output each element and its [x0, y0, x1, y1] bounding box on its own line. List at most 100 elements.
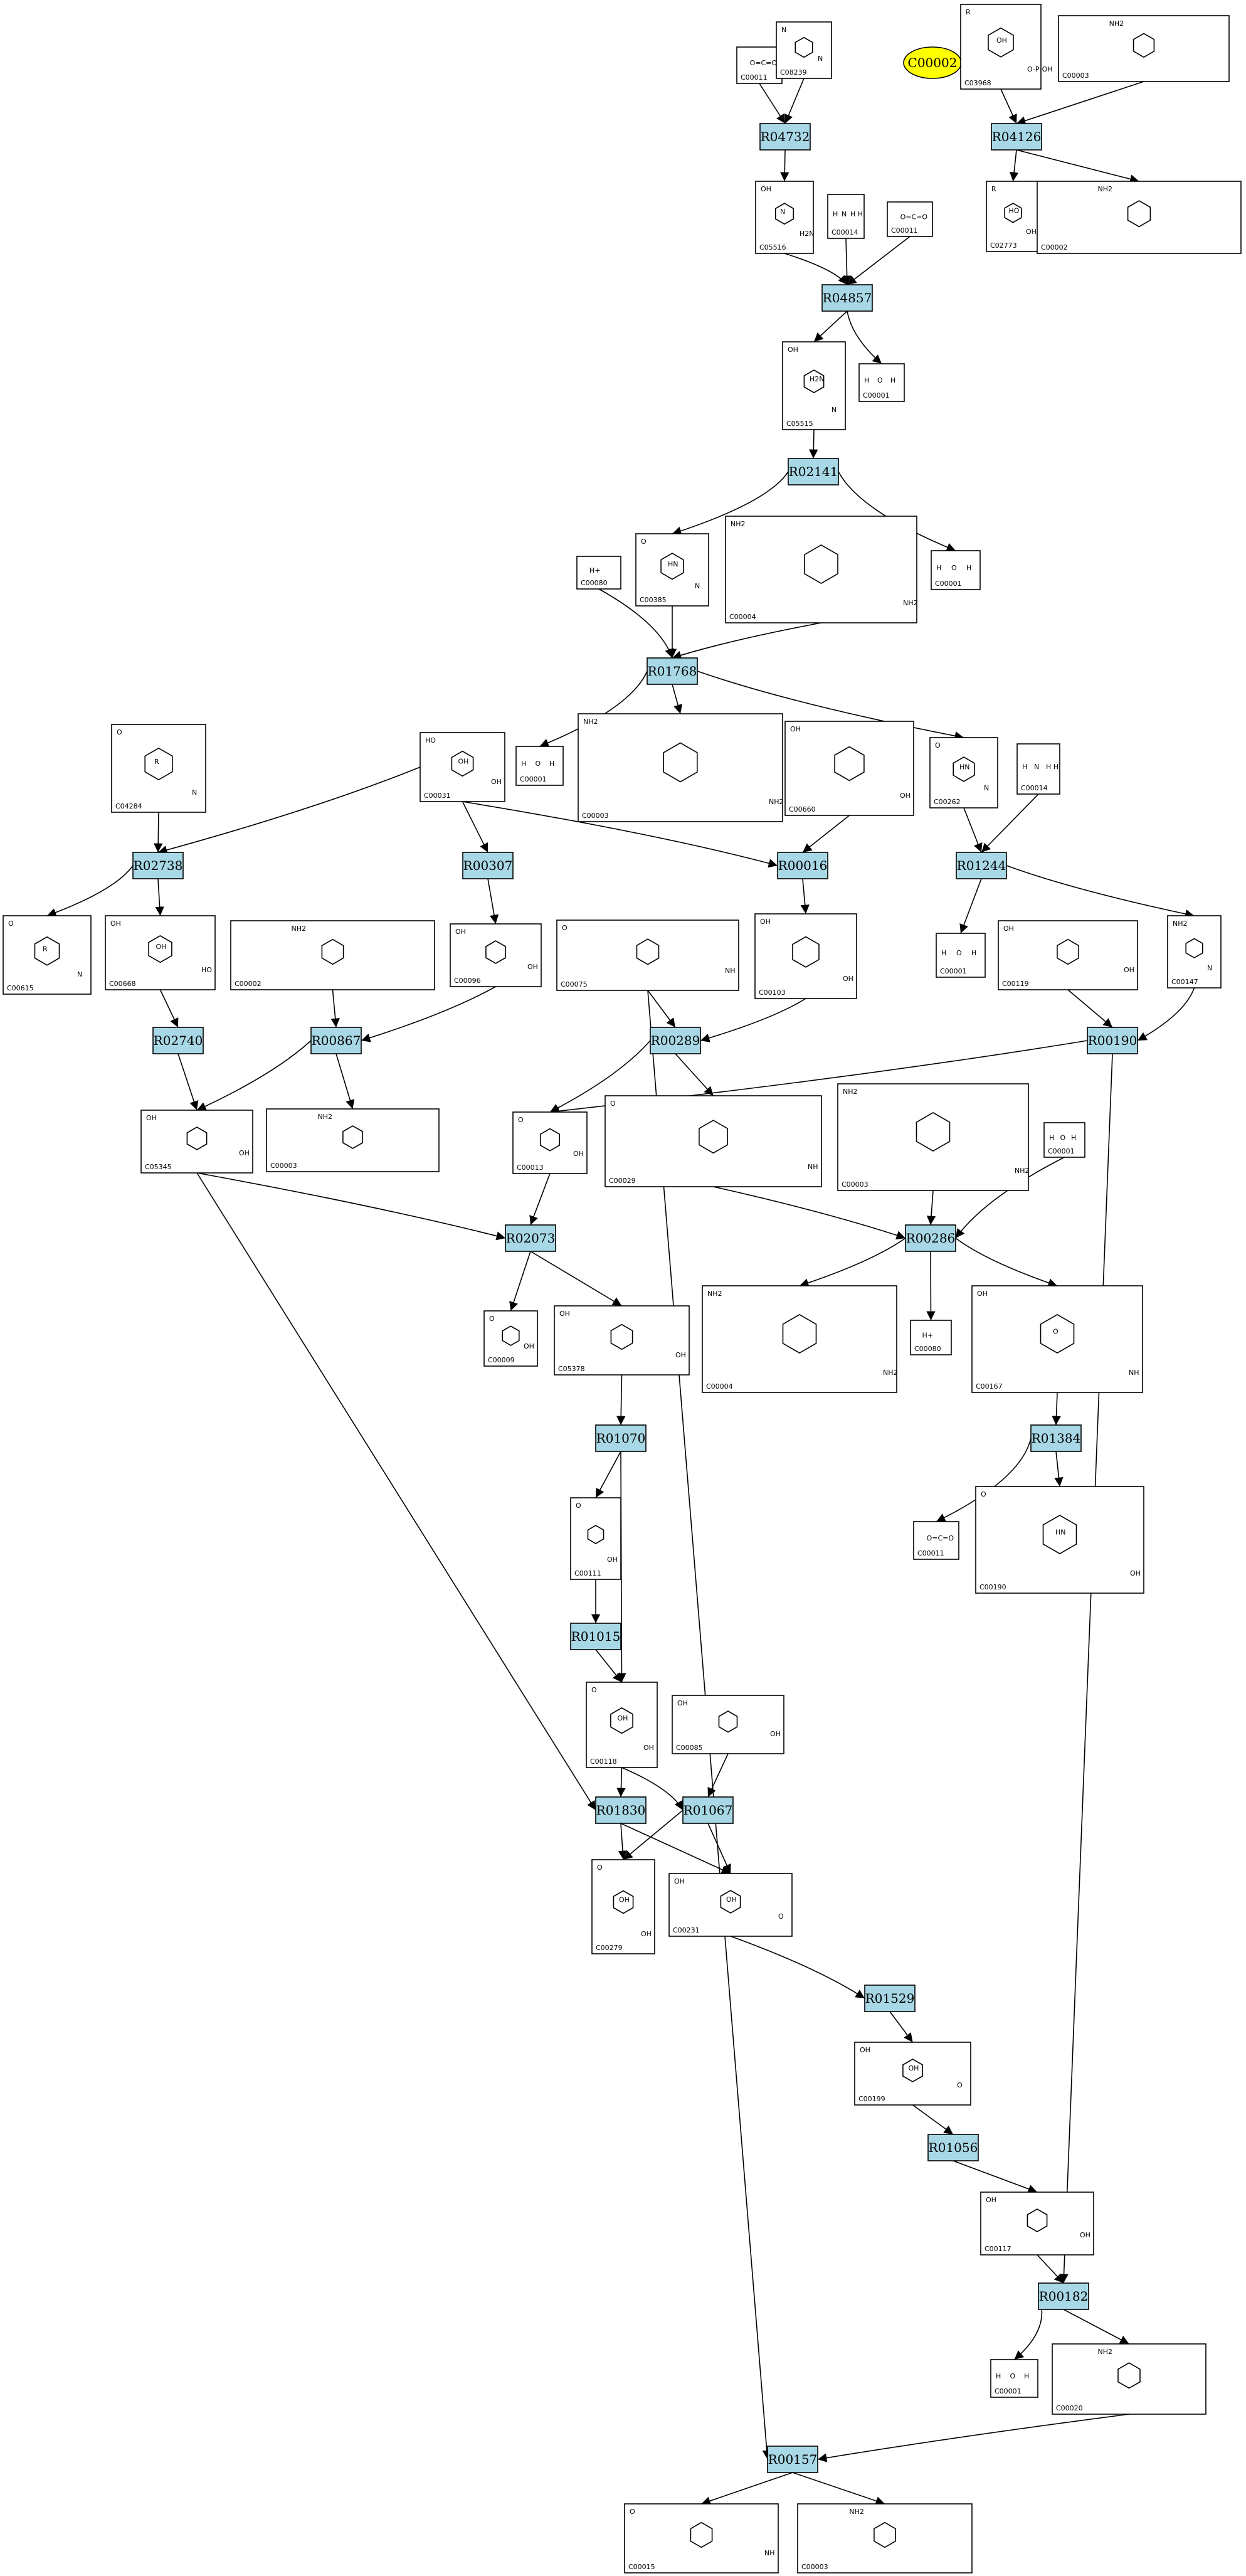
reaction-node[interactable]: R01529: [864, 1985, 916, 2012]
reaction-node[interactable]: R01768: [647, 657, 698, 685]
reaction-node[interactable]: R02740: [152, 1027, 204, 1054]
structure-ring: [792, 936, 820, 968]
reaction-node[interactable]: R00182: [1038, 2282, 1089, 2310]
compound-node[interactable]: H+C00080: [910, 1320, 952, 1355]
structure-atom-label: OH: [1124, 966, 1134, 974]
compound-id-label: C00013: [517, 1163, 544, 1172]
reaction-node[interactable]: R00289: [650, 1027, 701, 1054]
reaction-node[interactable]: R04857: [821, 284, 873, 312]
edge-arrow: [697, 671, 964, 741]
reaction-node[interactable]: R00286: [905, 1224, 956, 1252]
reaction-node[interactable]: R04732: [759, 123, 811, 151]
reaction-node[interactable]: R02738: [132, 852, 184, 879]
reaction-node[interactable]: R00867: [310, 1027, 362, 1054]
reaction-node[interactable]: R01244: [956, 852, 1007, 879]
reaction-box: [767, 2446, 818, 2473]
reaction-node[interactable]: R00190: [1087, 1027, 1138, 1054]
structure-atom-label: NH2: [583, 718, 598, 726]
reaction-node[interactable]: R04126: [991, 123, 1042, 151]
root-node[interactable]: C00002: [903, 46, 962, 79]
structure-atom-label: O: [489, 1315, 495, 1323]
reaction-node[interactable]: R02073: [505, 1224, 556, 1252]
reaction-node[interactable]: R01070: [595, 1424, 647, 1452]
compound-id-label: C00003: [1062, 72, 1089, 80]
reaction-node[interactable]: R01067: [682, 1796, 734, 1824]
reaction-node[interactable]: R02141: [788, 458, 839, 485]
reaction-node[interactable]: R00307: [462, 852, 514, 879]
structure-atom-label: O: [877, 376, 883, 384]
reaction-node[interactable]: R01056: [927, 2134, 979, 2161]
reaction-node[interactable]: R00157: [767, 2446, 818, 2473]
reaction-node[interactable]: R00016: [777, 852, 828, 879]
compound-box: [450, 923, 542, 987]
compound-node[interactable]: H+C00080: [576, 556, 621, 590]
edge-arrow: [177, 1053, 199, 1111]
structure-atom-label: N: [77, 970, 82, 978]
reaction-node[interactable]: R01015: [570, 1623, 621, 1650]
reaction-node[interactable]: R01384: [1030, 1424, 1082, 1452]
reaction-box: [647, 657, 698, 685]
compound-id-label: C00001: [1048, 1147, 1075, 1155]
structure-atom-label: H: [966, 564, 971, 572]
reaction-node[interactable]: R01830: [595, 1796, 647, 1824]
compound-box: [668, 1873, 793, 1937]
compound-box: [1016, 743, 1060, 795]
structure-atom-label: OH: [977, 1290, 988, 1298]
structure-atom-label: O: [576, 1502, 581, 1510]
reaction-box: [682, 1796, 734, 1824]
